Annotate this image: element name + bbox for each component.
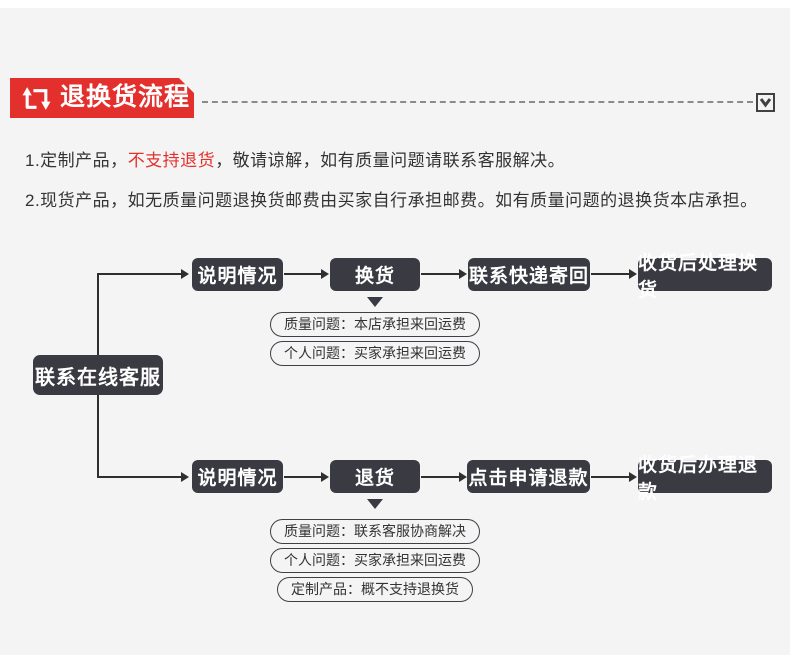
policy-note-1-highlight: 不支持退货 (127, 151, 216, 170)
exchange-note-pill: 个人问题：买家承担来回运费 (270, 341, 480, 366)
arrow-head-icon (629, 269, 637, 279)
policy-note-2: 2.现货产品，如无质量问题退换货邮费由买家自行承担邮费。如有质量问题的退换货本店… (25, 191, 758, 210)
arrow-head-icon (459, 269, 467, 279)
return-exchange-arrows-icon (22, 86, 51, 111)
arrow-head-icon (181, 472, 189, 482)
connector-line (421, 273, 459, 275)
policy-note-1-text-suffix: ，敬请谅解，如有质量问题请联系客服解决。 (215, 151, 566, 170)
flow-node-refund-explain: 说明情况 (192, 460, 283, 493)
flow-node-exchange-courier: 联系快递寄回 (468, 258, 590, 291)
refund-note-pill: 定制产品：概不支持退换货 (277, 577, 473, 602)
connector-line (421, 476, 459, 478)
flow-node-exchange: 换货 (330, 258, 420, 291)
flow-node-exchange-explain: 说明情况 (192, 258, 283, 291)
arrow-head-icon (629, 472, 637, 482)
connector-line (591, 273, 629, 275)
policy-note-1-text: 1.定制产品， (25, 151, 128, 170)
connector-line (591, 476, 629, 478)
triangle-down-icon (367, 499, 383, 509)
dashed-separator (202, 101, 753, 103)
policy-note-1: 1.定制产品，不支持退货，敬请谅解，如有质量问题请联系客服解决。 (25, 146, 565, 171)
connector-line (284, 273, 321, 275)
arrow-head-icon (459, 472, 467, 482)
flow-node-exchange-process: 收货后处理换货 (638, 253, 772, 301)
flow-node-refund: 退货 (330, 460, 420, 493)
section-title: 退换货流程 (60, 82, 191, 111)
chevron-down-icon (759, 97, 772, 108)
connector-line (284, 476, 321, 478)
collapse-toggle[interactable] (756, 93, 775, 112)
arrow-head-icon (321, 269, 329, 279)
flow-node-contact-service: 联系在线客服 (33, 355, 163, 395)
arrow-head-icon (321, 472, 329, 482)
triangle-down-icon (367, 297, 383, 307)
refund-note-pill: 质量问题：联系客服协商解决 (270, 519, 480, 544)
flow-node-refund-process: 收货后办理退款 (638, 455, 772, 503)
refund-note-pill: 个人问题：买家承担来回运费 (270, 548, 480, 573)
connector-line (97, 476, 181, 478)
arrow-head-icon (181, 269, 189, 279)
section-banner: 退换货流程 (10, 78, 194, 118)
connector-line (97, 273, 181, 275)
flow-node-refund-apply: 点击申请退款 (467, 460, 590, 493)
exchange-note-pill: 质量问题：本店承担来回运费 (270, 312, 480, 337)
